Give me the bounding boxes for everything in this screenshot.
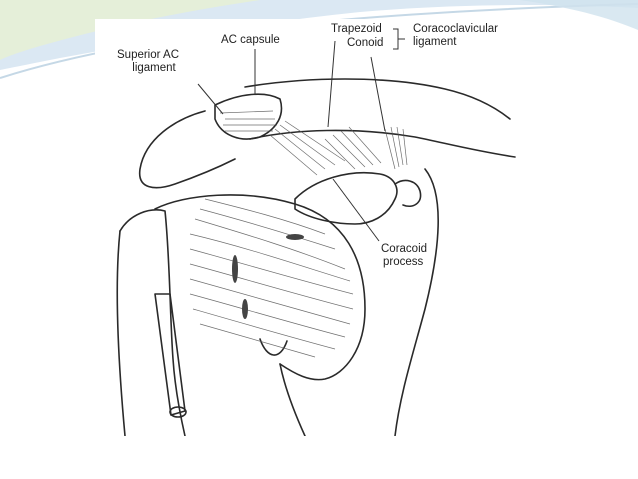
leader-trapezoid <box>327 40 336 128</box>
shoulder-anatomy-figure: Superior AC ligament AC capsule Trapezoi… <box>95 19 518 436</box>
top-right-swoosh <box>520 0 638 30</box>
humerus-outline <box>119 209 186 436</box>
shoulder-illustration <box>116 28 516 436</box>
label-superior-ac-line2: ligament <box>132 62 176 74</box>
label-ac-capsule: AC capsule <box>221 34 280 46</box>
label-conoid: Conoid <box>347 37 384 49</box>
scapula-lower <box>279 363 306 436</box>
label-coracoclavicular-line1: Coracoclavicular <box>413 23 499 35</box>
label-superior-ac-line1: Superior AC <box>117 49 180 61</box>
top-swoosh-green <box>0 0 260 60</box>
label-coracoid-process: Coracoid process <box>381 243 427 269</box>
label-trapezoid: Trapezoid <box>331 23 382 35</box>
label-coracoid-line1: Coracoid <box>381 243 428 255</box>
clavicle-lower-edge <box>249 129 516 158</box>
leader-lines <box>197 28 405 242</box>
ac-capsule-outline <box>214 93 283 140</box>
acromion-outline <box>139 110 236 189</box>
label-coracoclavicular-line2: ligament <box>413 36 457 48</box>
leader-conoid <box>370 56 386 132</box>
humerus-shaft-left <box>116 230 126 436</box>
leader-superior-ac <box>197 83 224 115</box>
coracoclavicular-bracket <box>393 28 405 50</box>
coracoid-process-outline <box>294 171 398 225</box>
coracoid-hook <box>394 179 422 207</box>
inferior-ligament <box>259 338 288 356</box>
clavicle-outline <box>244 78 511 120</box>
biceps-tendon-end <box>169 406 187 418</box>
tissue-marks <box>232 234 304 319</box>
label-coracoid-line2: process <box>383 256 424 268</box>
label-superior-ac-ligament: Superior AC ligament <box>117 49 179 75</box>
chest-wall <box>394 168 439 436</box>
top-swoosh-blue <box>0 0 638 70</box>
label-coracoclavicular-ligament: Coracoclavicular ligament <box>413 23 498 49</box>
ligament-fibers <box>189 110 408 358</box>
leader-coracoid <box>332 178 380 242</box>
scapula-outline <box>154 194 366 381</box>
